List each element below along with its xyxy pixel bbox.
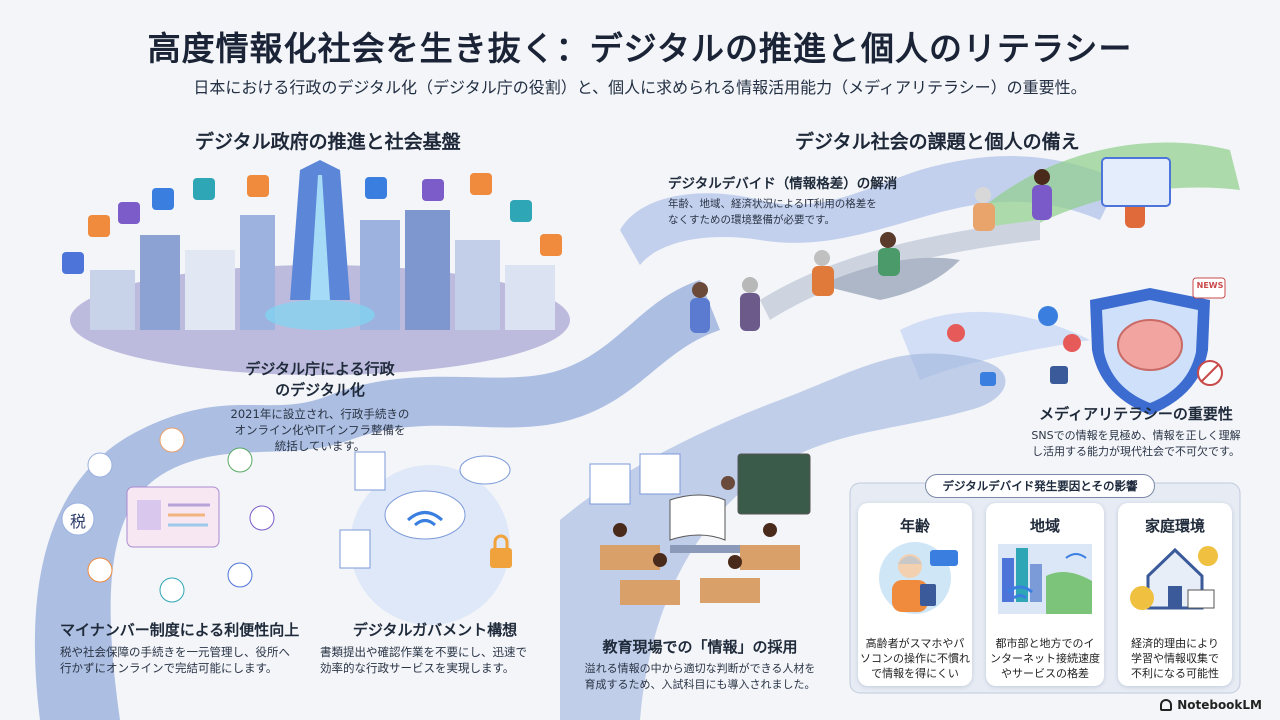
tax-icon: 税	[69, 512, 86, 531]
agency-body-line1: 2021年に設立され、行政手続きの	[230, 407, 410, 421]
divide-body-line1: 年齢、地域、経済状況によるIT利用の格差を	[668, 198, 877, 210]
mynumber-body-line2: 行かずにオンラインで完結可能にします。	[60, 661, 278, 675]
factor-card-title: 地域	[1029, 517, 1060, 535]
city-buildings	[90, 160, 555, 330]
lower-road	[560, 353, 1006, 720]
city-service-icons	[62, 173, 562, 274]
left-section-heading: デジタル政府の推進と社会基盤	[195, 131, 461, 153]
mynumber-caption: マイナンバー制度による利便性向上 税や社会保障の手続きを一元管理し、役所へ 行か…	[60, 619, 350, 676]
bridge	[760, 220, 1040, 320]
factor-card-title: 年齢	[899, 517, 930, 535]
cloud-hub	[339, 451, 512, 625]
city-rural-icon	[998, 544, 1092, 614]
govtech-title: デジタルガバメント構想	[352, 621, 518, 639]
mynumber-body-line1: 税や社会保障の手続きを一元管理し、役所へ	[60, 645, 290, 659]
news-icon: NEWS	[1196, 281, 1224, 290]
govtech-caption: デジタルガバメント構想 書類提出や確認作業を不要にし、迅速で 効率的な行政サービ…	[320, 619, 550, 676]
factor-card-home: 家庭環境 経済的理由により 学習や情報収集で 不利になる可能性	[1118, 503, 1232, 686]
divide-body-line2: なくすための環境整備が必要です。	[668, 214, 835, 226]
notebooklm-logo: NotebookLM	[1160, 698, 1262, 712]
agency-body-line3: 統括しています。	[274, 439, 366, 453]
house-money-icon	[1130, 546, 1218, 610]
upper-road	[620, 156, 1120, 265]
logo-text: NotebookLM	[1177, 698, 1262, 712]
factor-card-body-line2: 学習や情報収集で	[1131, 652, 1219, 665]
factor-card-body-line3: で情報を得にくい	[871, 667, 959, 680]
factor-card-body-line3: やサービスの格差	[1001, 667, 1089, 680]
notebook-icon	[1160, 699, 1173, 711]
govtech-body-line1: 書類提出や確認作業を不要にし、迅速で	[320, 645, 527, 659]
factors-heading: デジタルデバイド発生要因とその影響	[925, 474, 1155, 498]
factor-card-body-line3: 不利になる可能性	[1131, 667, 1219, 680]
factor-card-body-line2: ンターネット接続速度	[990, 652, 1100, 665]
factor-card-body-line1: 高齢者がスマホやパ	[865, 637, 965, 650]
education-body-line2: 育成するため、入試科目にも導入されました。	[584, 678, 816, 691]
education-caption: 教育現場での「情報」の採用 溢れる情報の中から適切な判断ができる人材を 育成する…	[575, 636, 825, 693]
people-figures	[690, 157, 1171, 333]
agency-title-line1: デジタル庁による行政	[245, 360, 395, 378]
classroom	[589, 453, 811, 605]
left-road	[34, 280, 720, 720]
divide-title: デジタルデバイド（情報格差）の解消	[668, 176, 898, 192]
factor-card-title: 家庭環境	[1144, 517, 1205, 535]
elderly-tablet-icon	[879, 542, 958, 614]
factor-card-body-line2: ソコンの操作に不慣れ	[860, 652, 970, 665]
factor-card-body-line1: 都市部と地方でのイ	[995, 637, 1095, 650]
agency-caption: デジタル庁による行政 のデジタル化 2021年に設立され、行政手続きの オンライ…	[205, 358, 435, 454]
factor-card-body-line1: 経済的理由により	[1131, 637, 1219, 650]
education-body-line1: 溢れる情報の中から適切な判断ができる人材を	[584, 662, 816, 675]
factor-card-age: 年齢 高齢者がスマホやパ ソコンの操作に不慣れ で情報を得にくい	[858, 503, 972, 686]
govtech-body-line2: 効率的な行政サービスを実現します。	[320, 661, 515, 675]
agency-title-line2: のデジタル化	[275, 381, 365, 399]
agency-body-line2: オンライン化やITインフラ整備を	[234, 423, 406, 437]
mynumber-hub	[61, 427, 275, 603]
media-title: メディアリテラシーの重要性	[1039, 405, 1233, 423]
shield-brain-icon	[947, 277, 1226, 415]
media-body-line2: し活用する能力が現代社会で不可欠です。	[1032, 445, 1240, 458]
mynumber-title: マイナンバー制度による利便性向上	[60, 621, 300, 639]
page-title: 高度情報化社会を生き抜く：デジタルの推進と個人のリテラシー	[147, 29, 1133, 68]
factor-card-region: 地域 都市部と地方でのイ ンターネット接続速度 やサービスの格差	[986, 503, 1104, 686]
media-caption: メディアリテラシーの重要性 SNSでの情報を見極め、情報を正しく理解 し活用する…	[1020, 403, 1252, 460]
media-body-line1: SNSでの情報を見極め、情報を正しく理解	[1031, 429, 1241, 442]
right-section-heading: デジタル社会の課題と個人の備え	[795, 131, 1080, 153]
divide-caption: デジタルデバイド（情報格差）の解消 年齢、地域、経済状況によるIT利用の格差を …	[668, 172, 928, 228]
education-title: 教育現場での「情報」の採用	[602, 638, 798, 656]
page-subtitle: 日本における行政のデジタル化（デジタル庁の役割）と、個人に求められる情報活用能力…	[193, 78, 1087, 97]
